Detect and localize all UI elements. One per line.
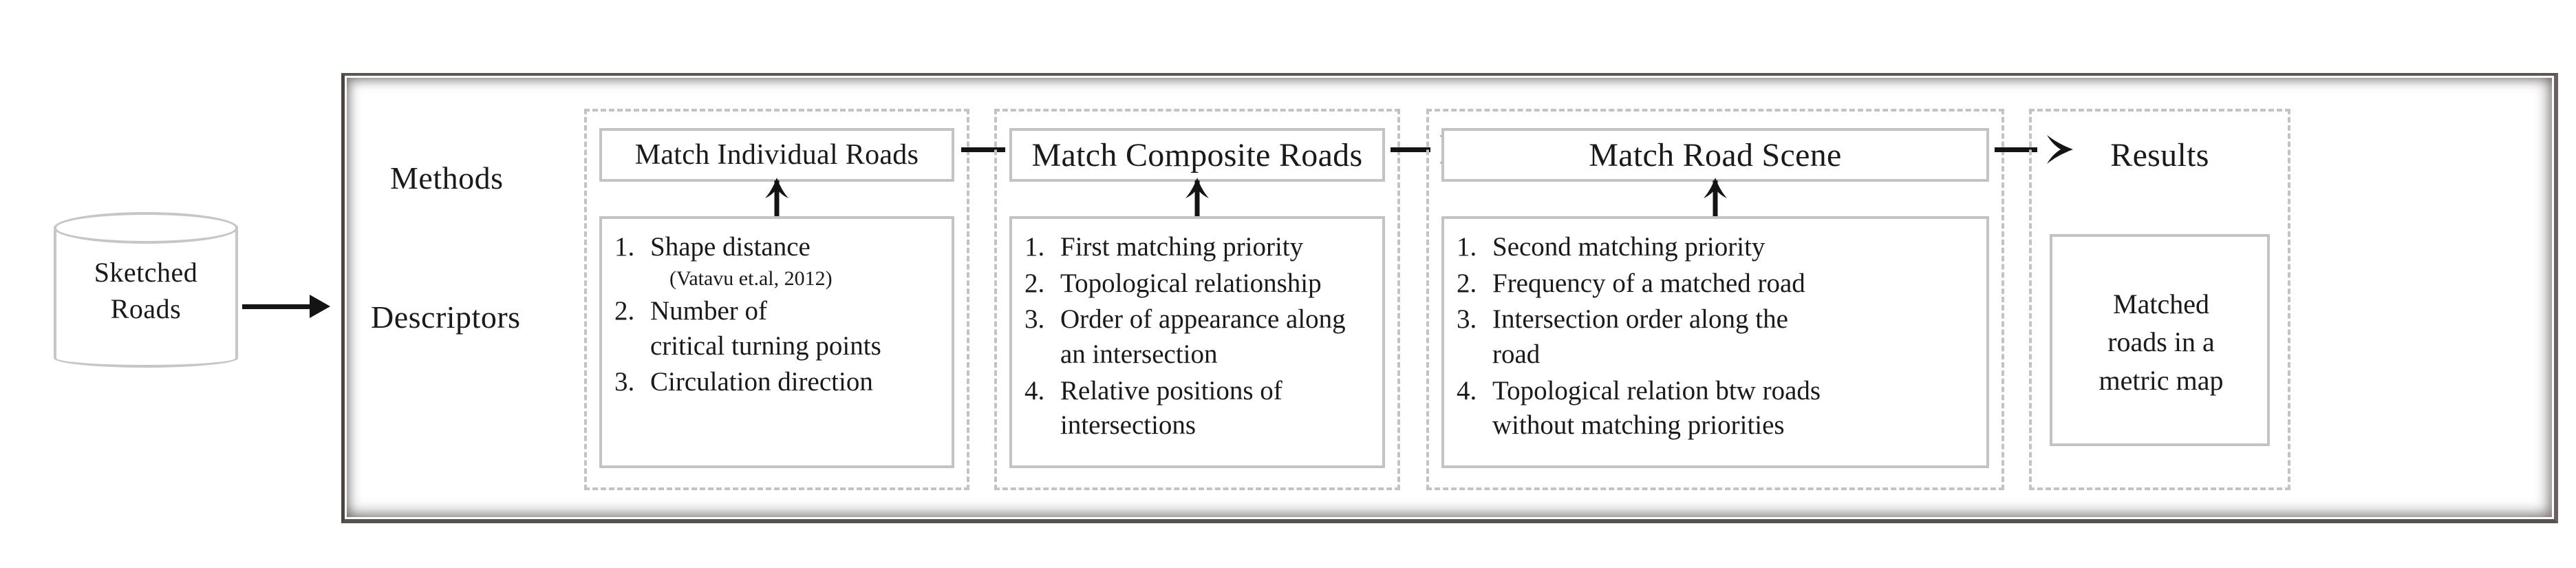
database-cylinder-icon: Sketched Roads <box>54 212 239 384</box>
arrow-shaft <box>1995 147 2037 152</box>
source-label-line2: Roads <box>110 293 182 324</box>
list-item-number: 4. <box>1024 375 1045 406</box>
list-item: 3. Circulation direction <box>614 365 942 400</box>
list-item-text: Frequency of a matched road <box>1492 268 1805 298</box>
list-item: 1. Second matching priority <box>1457 230 1977 265</box>
descriptor-box-match-composite-roads: 1. First matching priority 2. Topologica… <box>1009 216 1385 468</box>
arrow-head <box>310 295 330 318</box>
list-item-text: Topological relationship <box>1060 268 1322 298</box>
list-item-number: 1. <box>614 232 635 262</box>
arrow-up-open-icon <box>765 178 788 218</box>
cylinder-body <box>54 227 238 368</box>
stage-column-match-individual-roads[interactable]: Match Individual Roads 1. Shape distance… <box>584 109 969 490</box>
process-frame: Methods Descriptors Match Individual Roa… <box>341 73 2558 523</box>
arrow-head <box>2047 135 2073 164</box>
list-item-label: Shape distance <box>650 232 811 262</box>
method-box-match-composite-roads[interactable]: Match Composite Roads <box>1009 128 1385 182</box>
stage-column-match-composite-roads[interactable]: Match Composite Roads 1. First matching … <box>994 109 1400 490</box>
descriptor-box-match-individual-roads: 1. Shape distance (Vatavu et.al, 2012) 2… <box>599 216 954 468</box>
method-box-match-road-scene[interactable]: Match Road Scene <box>1441 128 1989 182</box>
list-item-number: 3. <box>1457 304 1477 335</box>
list-item-number: 2. <box>1457 268 1477 298</box>
row-label-methods: Methods <box>390 160 504 196</box>
list-item: 2. Frequency of a matched road <box>1457 266 1977 302</box>
list-item-text: Second matching priority <box>1492 232 1765 262</box>
descriptor-list: 1. Shape distance (Vatavu et.al, 2012) 2… <box>614 230 942 400</box>
list-item: 1. Shape distance (Vatavu et.al, 2012) <box>614 230 942 293</box>
list-item-text: Shape distance (Vatavu et.al, 2012) <box>650 230 942 293</box>
descriptor-box-match-road-scene: 1. Second matching priority 2. Frequency… <box>1441 216 1989 468</box>
arrow-right-solid-icon <box>242 295 330 318</box>
list-item-number: 3. <box>614 367 635 397</box>
list-item-text: First matching priority <box>1060 232 1304 262</box>
arrow-shaft <box>242 304 310 309</box>
method-box-match-individual-roads[interactable]: Match Individual Roads <box>599 128 954 182</box>
list-item-number: 3. <box>1024 304 1045 335</box>
arrow-up-open-icon <box>1185 178 1209 218</box>
cylinder-top-ellipse <box>54 212 238 244</box>
citation: (Vatavu et.al, 2012) <box>669 266 833 290</box>
list-item-number: 4. <box>1457 375 1477 406</box>
stage-column-match-road-scene[interactable]: Match Road Scene 1. Second matching prio… <box>1426 109 2004 490</box>
method-box-results[interactable]: Results <box>2110 136 2209 173</box>
arrow-right-open-icon <box>1995 134 2074 165</box>
arrow-shaft <box>961 147 1005 152</box>
list-item-number: 1. <box>1457 232 1477 262</box>
list-item-number: 2. <box>614 295 635 326</box>
row-label-descriptors: Descriptors <box>371 299 521 335</box>
list-item-number: 2. <box>1024 268 1045 298</box>
arrow-shaft <box>1391 147 1430 152</box>
arrow-up-open-icon <box>1704 178 1727 218</box>
source-label: Sketched Roads <box>54 255 238 328</box>
list-item-text: Circulation direction <box>650 367 873 397</box>
list-item: 2. Topological relationship <box>1024 266 1373 302</box>
source-label-line1: Sketched <box>94 257 198 288</box>
list-item-number: 1. <box>1024 232 1045 262</box>
descriptor-list: 1. Second matching priority 2. Frequency… <box>1457 230 1977 443</box>
descriptor-list: 1. First matching priority 2. Topologica… <box>1024 230 1373 443</box>
list-item: 1. First matching priority <box>1024 230 1373 265</box>
